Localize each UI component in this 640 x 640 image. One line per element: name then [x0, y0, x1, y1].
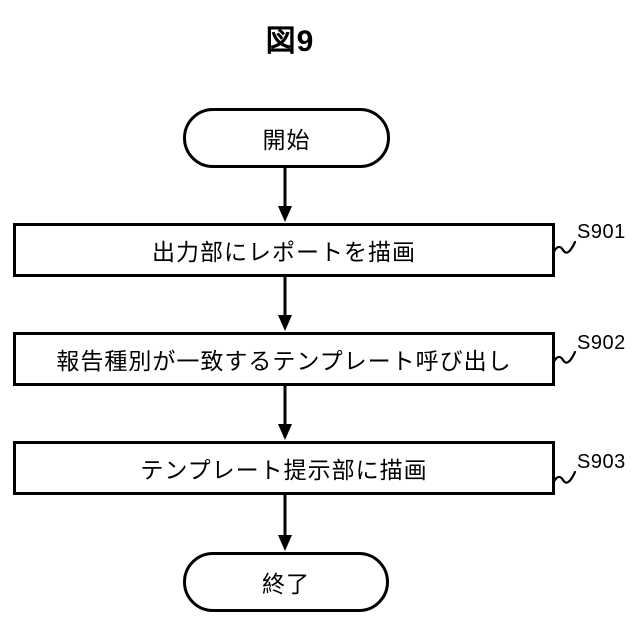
- process-step-s903: テンプレート提示部に描画: [13, 441, 555, 495]
- start-terminal-label: 開始: [262, 127, 311, 153]
- process-step-s903-label: テンプレート提示部に描画: [140, 457, 428, 483]
- arrow-s903-to-end-icon: [278, 494, 292, 551]
- process-step-s902-label: 報告種別が一致するテンプレート呼び出し: [56, 348, 512, 374]
- process-step-s901-label: 出力部にレポートを描画: [152, 239, 416, 265]
- leader-squiggle-s901-icon: [551, 240, 577, 256]
- process-step-s902: 報告種別が一致するテンプレート呼び出し: [13, 332, 555, 386]
- arrow-s902-to-s903-icon: [278, 385, 292, 440]
- arrow-s901-to-s902-icon: [278, 276, 292, 331]
- leader-squiggle-s902-icon: [551, 350, 577, 366]
- step-id-s901: S901: [577, 221, 626, 243]
- step-id-s902: S902: [577, 332, 626, 354]
- process-step-s901: 出力部にレポートを描画: [13, 223, 555, 277]
- figure-title: 図9: [265, 25, 315, 58]
- step-id-s903: S903: [577, 451, 626, 473]
- arrow-start-to-s901-icon: [278, 166, 292, 222]
- start-terminal: 開始: [183, 108, 390, 168]
- leader-squiggle-s903-icon: [551, 470, 577, 486]
- end-terminal-label: 終了: [262, 571, 310, 597]
- end-terminal: 終了: [183, 552, 389, 612]
